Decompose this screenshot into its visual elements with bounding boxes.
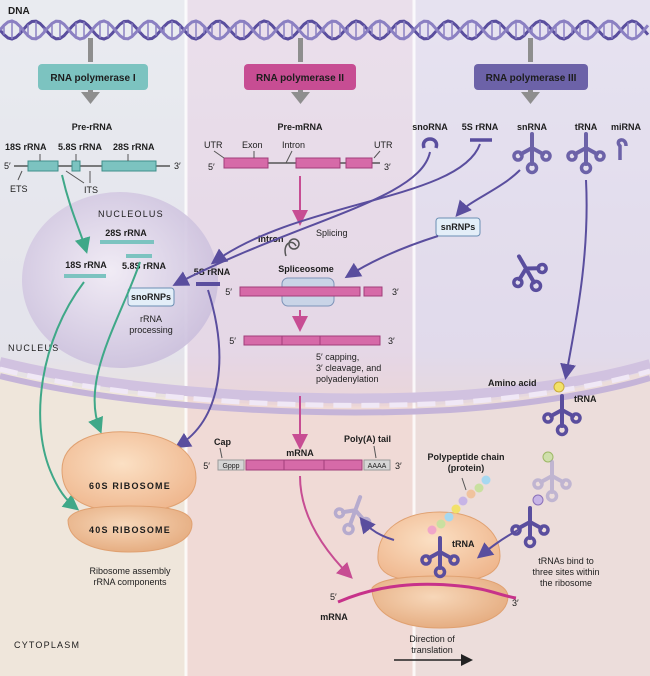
spliced-3prime: 3′: [392, 287, 399, 297]
pol2-box: RNA polymerase II: [244, 64, 356, 90]
nucleolus-18s-label: 18S rRNA: [65, 260, 107, 270]
spliced-5prime: 5′: [225, 287, 232, 297]
ribosome-trna-label: tRNA: [452, 539, 475, 549]
nucleolus-58s-label: 5.8S rRNA: [122, 261, 167, 271]
pre-rrna-28s-label: 28S rRNA: [113, 142, 155, 152]
gppp-label: Gppp: [222, 463, 239, 470]
nucleolus-label: NUCLEOLUS: [98, 209, 164, 219]
pre-rrna-18s-label: 18S rRNA: [5, 142, 47, 152]
pre-mrna-strand: [213, 150, 381, 169]
mrna-label: mRNA: [286, 448, 314, 458]
pol1-5s-label: 5S rRNA: [194, 267, 231, 277]
intron-label: Intron: [258, 234, 284, 244]
bind-line1: tRNAs bind to: [538, 556, 594, 566]
snrnps-box: snRNPs: [435, 217, 481, 237]
charged-trna-label: tRNA: [574, 394, 597, 404]
aaaa-label: AAAA: [368, 463, 387, 470]
direction-line1: Direction of: [409, 634, 455, 644]
polypeptide-chain: [427, 475, 491, 535]
exon-label: Exon: [242, 140, 263, 150]
svg-text:snRNPs: snRNPs: [441, 222, 476, 232]
cytoplasm-label: CYTOPLASM: [14, 640, 80, 650]
pre-rrna-3prime: 3′: [174, 161, 181, 171]
pol3-5s-label: 5S rRNA: [462, 122, 499, 132]
snorna-label: snoRNA: [412, 122, 448, 132]
mature-mrna: [217, 445, 391, 471]
nuclear-envelope: [0, 357, 650, 416]
mrna-strand: [337, 582, 517, 604]
trna-label: tRNA: [575, 122, 598, 132]
snornps-box: snoRNPs: [127, 287, 175, 307]
its-label: ITS: [84, 185, 98, 195]
ets-label: ETS: [10, 184, 28, 194]
utr-right-label: UTR: [374, 140, 393, 150]
dna-helix: [0, 19, 650, 41]
rrna-processing-line1: rRNA: [140, 314, 162, 324]
processing-line2: 3′ cleavage, and: [316, 363, 381, 373]
direction-line2: translation: [411, 645, 453, 655]
bind-line3: the ribosome: [540, 578, 592, 588]
cap-label: Cap: [214, 437, 232, 447]
pol1-box: RNA polymerase I: [38, 64, 148, 90]
pre-rrna-label: Pre-rRNA: [72, 122, 113, 132]
spliceosome-label: Spliceosome: [278, 264, 334, 274]
pre-rrna-5prime: 5′: [4, 161, 11, 171]
processing-line1: 5′ capping,: [316, 352, 359, 362]
nucleolus: [22, 192, 218, 368]
mature-3prime: 3′: [388, 336, 395, 346]
spliceosome: [239, 277, 383, 307]
translation-mrna-label: mRNA: [320, 612, 348, 622]
bind-line2: three sites within: [532, 567, 599, 577]
nucleolus-28s-label: 28S rRNA: [105, 228, 147, 238]
pre-rrna-strand: [14, 154, 170, 184]
ribosome-assembled: [61, 431, 197, 553]
pre-rrna-58s-label: 5.8S rRNA: [58, 142, 103, 152]
ribosome-assembly-line1: Ribosome assembly: [89, 566, 171, 576]
pre-mrna-5prime: 5′: [208, 162, 215, 172]
snrna-label: snRNA: [517, 122, 548, 132]
mrna-3prime: 3′: [395, 461, 402, 471]
intron-label-top: Intron: [282, 140, 305, 150]
svg-text:RNA polymerase II: RNA polymerase II: [256, 73, 344, 84]
nucleus-label: NUCLEUS: [8, 343, 59, 353]
pol3-box: RNA polymerase III: [474, 64, 588, 90]
pre-mrna-3prime: 3′: [384, 162, 391, 172]
processing-line3: polyadenylation: [316, 374, 379, 384]
svg-text:RNA polymerase I: RNA polymerase I: [50, 73, 135, 84]
svg-text:RNA polymerase III: RNA polymerase III: [486, 73, 577, 84]
ribosome-40s-label: 40S RIBOSOME: [89, 525, 171, 535]
translation-5prime: 5′: [330, 592, 337, 602]
polya-label: Poly(A) tail: [344, 434, 391, 444]
splicing-label: Splicing: [316, 228, 348, 238]
mirna-glyph: [616, 138, 628, 160]
translation-3prime: 3′: [512, 598, 519, 608]
polypeptide-line1: Polypeptide chain: [427, 452, 504, 462]
mature-premrna: [243, 335, 381, 346]
mrna-5prime: 5′: [203, 461, 210, 471]
pre-mrna-label: Pre-mRNA: [277, 122, 323, 132]
svg-text:snoRNPs: snoRNPs: [131, 292, 171, 302]
rrna-processing-line2: processing: [129, 325, 173, 335]
mature-5prime: 5′: [229, 336, 236, 346]
dna-label: DNA: [8, 6, 30, 17]
utr-left-label: UTR: [204, 140, 223, 150]
mirna-label: miRNA: [611, 122, 642, 132]
amino-acid-label: Amino acid: [488, 378, 537, 388]
ribosome-60s-label: 60S RIBOSOME: [89, 481, 171, 491]
polypeptide-line2: (protein): [448, 463, 485, 473]
ribosome-assembly-line2: rRNA components: [93, 577, 167, 587]
